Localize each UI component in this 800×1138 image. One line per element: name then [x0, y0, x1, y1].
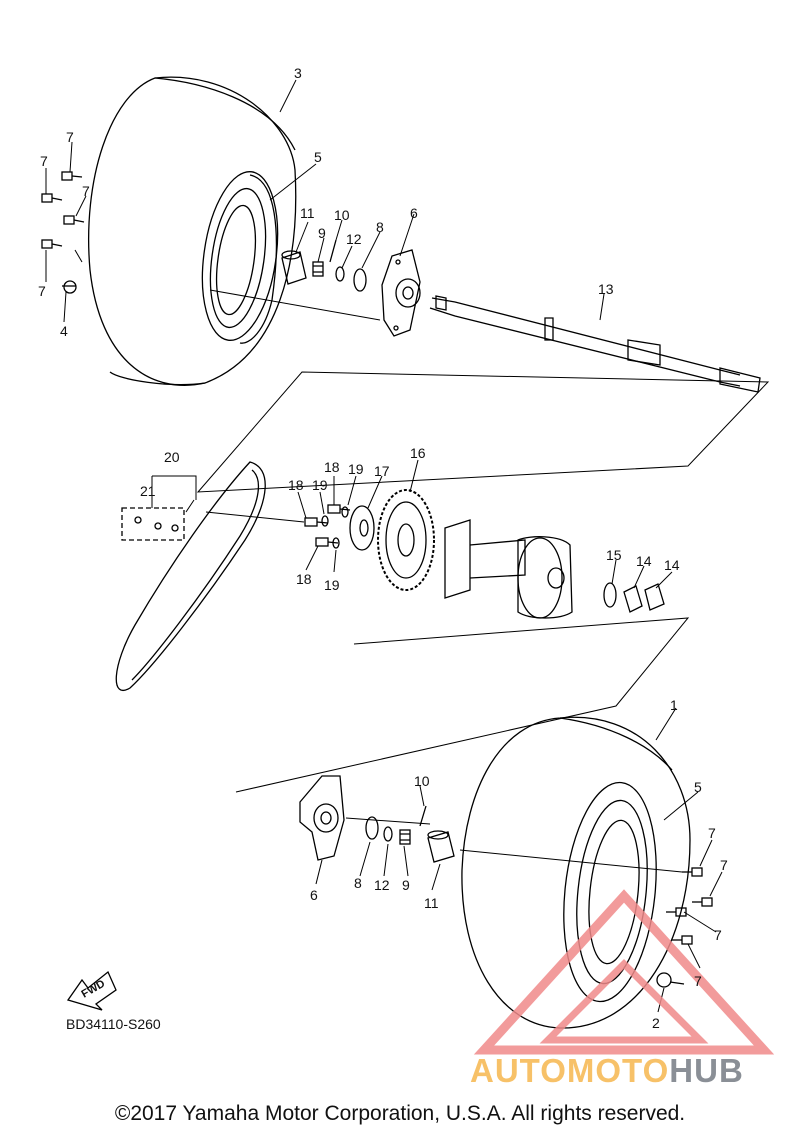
watermark-text-a: AUTOMOTO — [470, 1052, 670, 1089]
bolt-icon — [692, 897, 713, 907]
bolt-icon — [63, 215, 85, 225]
callout-18c: 18 — [296, 571, 312, 587]
upper-castle-nut — [312, 261, 324, 277]
callout-20: 20 — [164, 449, 180, 465]
callout-5: 5 — [314, 149, 322, 165]
callout-1: 1 — [670, 697, 678, 713]
lock-nut — [644, 583, 665, 611]
lower-cotter-pin — [419, 805, 427, 827]
diagram-code: BD34110-S260 — [66, 1016, 161, 1032]
callout-8b: 8 — [354, 875, 362, 891]
callout-7c: 7 — [82, 183, 90, 199]
callout-17: 17 — [374, 463, 390, 479]
copyright-notice: ©2017 Yamaha Motor Corporation, U.S.A. A… — [114, 1102, 686, 1125]
rear-axle — [429, 295, 761, 393]
bolt-icon — [666, 907, 687, 917]
callout-21: 21 — [140, 483, 156, 499]
upper-axle-collar — [281, 250, 307, 285]
callout-13: 13 — [598, 281, 614, 297]
lower-spacer-washer — [365, 816, 379, 840]
callout-7g: 7 — [714, 927, 722, 943]
callout-7b: 7 — [40, 153, 48, 169]
callout-12b: 12 — [374, 877, 390, 893]
lock-nut — [623, 585, 643, 613]
watermark-triangle-icon — [473, 889, 775, 1055]
callout-19b: 19 — [312, 477, 328, 493]
callout-5b: 5 — [694, 779, 702, 795]
callout-19c: 19 — [324, 577, 340, 593]
upper-wheel — [88, 76, 297, 386]
callout-18b: 18 — [288, 477, 304, 493]
bolt-icon — [682, 867, 703, 877]
watermark-brand: AUTOMOTOHUB — [470, 1052, 744, 1090]
callout-11: 11 — [300, 205, 315, 221]
callout-6: 6 — [410, 205, 418, 221]
callout-10: 10 — [334, 207, 350, 223]
bolt-icon — [41, 193, 63, 203]
chain-joint-set — [121, 507, 185, 541]
sprocket-bolts — [304, 504, 351, 549]
valve-stem-icon — [656, 972, 685, 988]
lower-axle-collar — [427, 830, 455, 863]
bolt-icon — [61, 171, 83, 181]
leader-lines — [45, 79, 723, 1013]
upper-washer — [335, 266, 345, 282]
callout-16: 16 — [410, 445, 426, 461]
callout-7d: 7 — [38, 283, 46, 299]
callout-2: 2 — [652, 1015, 660, 1031]
valve-stem-icon — [62, 280, 77, 294]
fwd-label: FWD — [80, 978, 108, 1001]
bolt-icon — [672, 935, 693, 945]
callout-10b: 10 — [414, 773, 430, 789]
housing-washer — [603, 582, 617, 608]
upper-hub — [381, 249, 421, 337]
callout-7f: 7 — [720, 857, 728, 873]
callout-4: 4 — [60, 323, 68, 339]
upper-spacer-washer — [353, 268, 367, 292]
callout-19: 19 — [348, 461, 364, 477]
lower-hub — [299, 775, 345, 861]
lower-washer — [383, 826, 393, 842]
callout-8: 8 — [376, 219, 384, 235]
upper-cotter-pin — [329, 239, 337, 263]
callout-7e: 7 — [708, 825, 716, 841]
callout-6b: 6 — [310, 887, 318, 903]
assembly-plane-upper — [196, 371, 770, 493]
callout-3: 3 — [294, 65, 302, 81]
callout-18: 18 — [324, 459, 340, 475]
callout-15: 15 — [606, 547, 622, 563]
fwd-arrow-icon — [66, 970, 117, 1011]
drive-chain — [115, 461, 266, 691]
watermark-text-b: HUB — [669, 1052, 744, 1089]
sprocket-hub — [349, 505, 375, 551]
callout-7h: 7 — [694, 973, 702, 989]
lower-wheel — [461, 716, 691, 1029]
assembly-plane-middle — [235, 617, 690, 793]
axle-housing — [444, 519, 573, 619]
callout-11b: 11 — [424, 895, 439, 911]
lower-castle-nut — [399, 829, 411, 845]
callout-14: 14 — [636, 553, 652, 569]
bolt-icon — [41, 239, 63, 249]
callout-12: 12 — [346, 231, 362, 247]
rear-sprocket — [377, 489, 435, 591]
callout-14b: 14 — [664, 557, 680, 573]
callout-labels: 1 2 3 4 5 5 6 6 7 7 7 7 7 7 7 7 8 8 9 9 … — [38, 65, 728, 1031]
callout-7: 7 — [66, 129, 74, 145]
callout-9: 9 — [318, 225, 326, 241]
callout-9b: 9 — [402, 877, 410, 893]
